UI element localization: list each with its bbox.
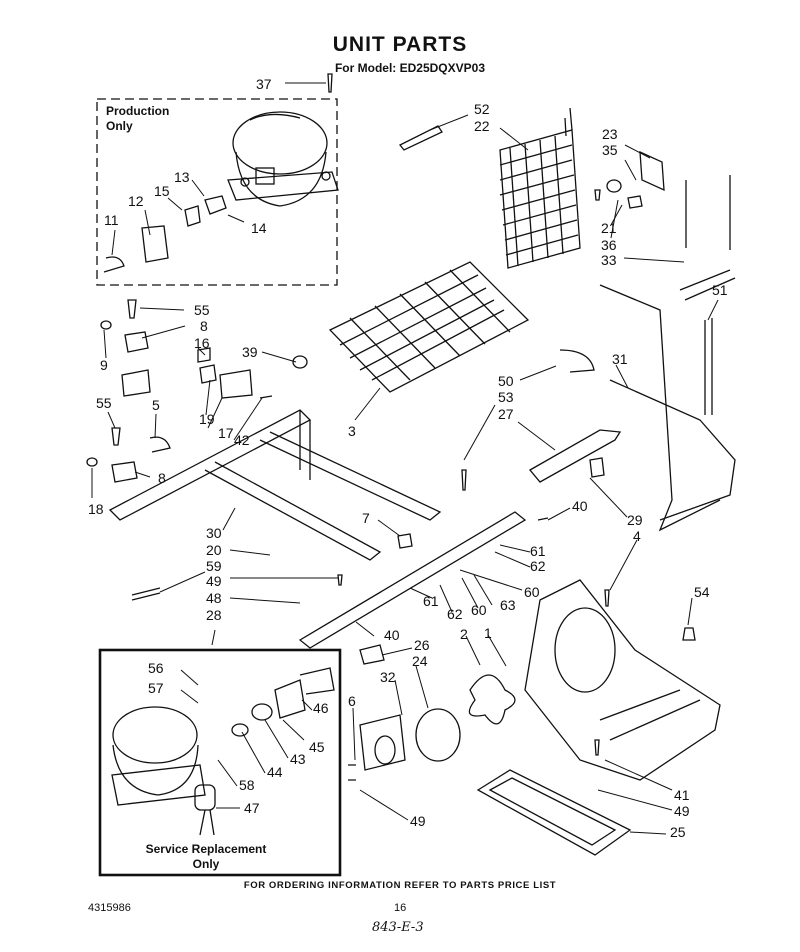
callout-13: 13 <box>174 169 190 185</box>
callout-3: 3 <box>348 423 356 439</box>
callout-25: 25 <box>670 824 686 840</box>
callout-8b: 8 <box>158 470 166 486</box>
callout-59: 59 <box>206 558 222 574</box>
callout-49b: 49 <box>674 803 690 819</box>
callout-42: 42 <box>234 432 250 448</box>
callout-37: 37 <box>256 76 272 92</box>
callout-39: 39 <box>242 344 258 360</box>
callout-46: 46 <box>313 700 329 716</box>
callout-14: 14 <box>251 220 267 236</box>
callout-45: 45 <box>309 739 325 755</box>
callout-57: 57 <box>148 680 164 696</box>
model-line: For Model: ED25DQXVP03 <box>334 61 486 75</box>
callout-6: 6 <box>348 693 356 709</box>
callout-55a: 55 <box>194 302 210 318</box>
callout-18: 18 <box>88 501 104 517</box>
service-replacement-label: Service Replacement Only <box>136 842 276 872</box>
callout-55b: 55 <box>96 395 112 411</box>
callout-49c: 49 <box>410 813 426 829</box>
callout-40b: 40 <box>384 627 400 643</box>
service-replacement-box <box>98 648 342 877</box>
production-label-line-1: Production <box>106 104 170 118</box>
evaporator-coil-drawing <box>499 107 581 269</box>
callout-21: 21 <box>601 220 617 236</box>
callout-29: 29 <box>627 512 643 528</box>
leader-lines <box>91 82 719 835</box>
callout-54: 54 <box>694 584 710 600</box>
callout-58: 58 <box>239 777 255 793</box>
drain-pan-drawing <box>476 769 632 856</box>
callout-17: 17 <box>218 425 234 441</box>
callout-62a: 62 <box>530 558 546 574</box>
drain-tubes-drawing <box>599 269 736 532</box>
callout-61a: 61 <box>530 543 546 559</box>
callout-31: 31 <box>612 351 628 367</box>
callout-9: 9 <box>100 357 108 373</box>
callout-56: 56 <box>148 660 164 676</box>
callout-32: 32 <box>380 669 396 685</box>
callout-8a: 8 <box>200 318 208 334</box>
callout-36: 36 <box>601 237 617 253</box>
callout-48: 48 <box>206 590 222 606</box>
document-number: 4315986 <box>88 902 131 914</box>
callout-33: 33 <box>601 252 617 268</box>
callout-60b: 60 <box>471 602 487 618</box>
callout-27: 27 <box>498 406 514 422</box>
callout-62b: 62 <box>447 606 463 622</box>
callout-12: 12 <box>128 193 144 209</box>
motor-bracket-drawing <box>524 579 721 781</box>
callout-63: 63 <box>500 597 516 613</box>
callout-24: 24 <box>412 653 428 669</box>
callout-47: 47 <box>244 800 260 816</box>
callout-26: 26 <box>414 637 430 653</box>
page-title: UNIT PARTS <box>332 33 468 56</box>
production-only-label: Production Only <box>106 104 169 134</box>
callout-41: 41 <box>674 787 690 803</box>
service-label-line-2: Only <box>192 857 220 871</box>
production-label-line-2: Only <box>106 119 133 133</box>
fan-motor-drawing <box>359 674 516 771</box>
callout-28: 28 <box>206 607 222 623</box>
production-only-box <box>96 98 338 286</box>
callout-49a: 49 <box>206 573 222 589</box>
callout-51: 51 <box>712 282 728 298</box>
frame-rails-drawing <box>108 409 527 649</box>
callout-2: 2 <box>460 626 468 642</box>
hardware-drawing <box>86 73 731 781</box>
callout-20: 20 <box>206 542 222 558</box>
callout-1: 1 <box>484 625 492 641</box>
callout-53: 53 <box>498 389 514 405</box>
callout-50: 50 <box>498 373 514 389</box>
ordering-note: FOR ORDERING INFORMATION REFER TO PARTS … <box>243 880 557 891</box>
callout-11: 11 <box>104 212 119 228</box>
compressor-production-drawing <box>103 111 339 273</box>
callout-15: 15 <box>154 183 170 199</box>
callout-35: 35 <box>602 142 618 158</box>
compressor-service-drawing <box>111 667 335 836</box>
callout-61b: 61 <box>423 593 439 609</box>
callout-4: 4 <box>633 528 641 544</box>
callout-16: 16 <box>194 335 210 351</box>
page-number: 16 <box>394 902 407 914</box>
callout-60a: 60 <box>524 584 540 600</box>
callout-43: 43 <box>290 751 306 767</box>
callout-44: 44 <box>267 764 283 780</box>
condenser-coil-drawing <box>328 261 530 393</box>
callout-5: 5 <box>152 397 160 413</box>
callout-7: 7 <box>362 510 370 526</box>
callout-23: 23 <box>602 126 618 142</box>
callout-22: 22 <box>474 118 490 134</box>
callout-40a: 40 <box>572 498 588 514</box>
callout-19: 19 <box>199 411 215 427</box>
callout-52: 52 <box>474 101 490 117</box>
callout-30: 30 <box>206 525 222 541</box>
service-label-line-1: Service Replacement <box>145 842 267 856</box>
handwritten-code: 843-E-3 <box>372 920 424 935</box>
callout-numbers: 37 52 22 23 35 13 15 12 11 14 21 36 33 5… <box>88 76 728 840</box>
